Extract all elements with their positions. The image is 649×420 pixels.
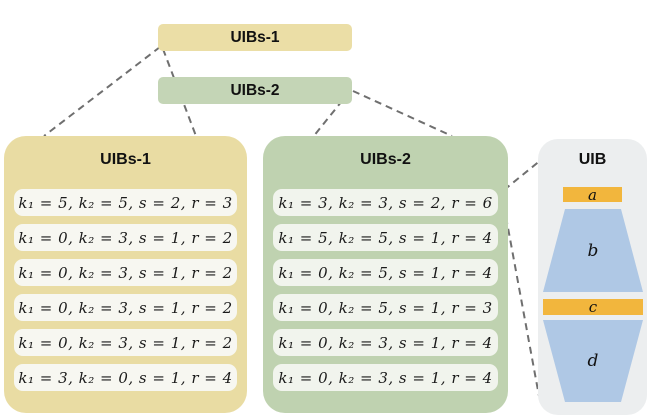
overview-bar-uibs1-label: UIBs-1	[230, 28, 280, 46]
uib-block-c-pointwise-bar: c	[543, 298, 643, 316]
uib-block-d-projection-trapezoid: d	[543, 320, 643, 402]
uib-block-c-label: c	[588, 298, 598, 316]
uibs2-row-list: k₁ = 3, k₂ = 3, s = 2, r = 6 k₁ = 5, k₂ …	[273, 189, 498, 391]
connector-uibs2-bar-to-panel-left	[312, 90, 351, 138]
uibs1-config-row: k₁ = 0, k₂ = 3, s = 1, r = 2	[14, 294, 237, 321]
connector-uibs1-bar-to-panel-right	[162, 48, 197, 137]
uib-structure-panel: UIB a b c d	[538, 139, 647, 415]
uib-panel-title: UIB	[578, 151, 607, 168]
uib-block-b-expansion-trapezoid: b	[543, 209, 643, 292]
uibs2-config-row: k₁ = 0, k₂ = 5, s = 1, r = 4	[273, 259, 498, 286]
uib-block-a-label: a	[588, 185, 597, 204]
uibs1-config-row: k₁ = 0, k₂ = 3, s = 1, r = 2	[14, 224, 237, 251]
connector-row-to-uib-bottom	[505, 216, 540, 397]
uib-block-a-pointwise-bar: a	[563, 185, 622, 204]
uibs2-config-row: k₁ = 0, k₂ = 5, s = 1, r = 3	[273, 294, 498, 321]
uibs2-config-row: k₁ = 3, k₂ = 3, s = 2, r = 6	[273, 189, 498, 216]
connector-uibs2-bar-to-panel-right	[352, 90, 453, 137]
uibs1-config-row: k₁ = 3, k₂ = 0, s = 1, r = 4	[14, 364, 237, 391]
overview-bar-uibs1: UIBs-1	[158, 24, 352, 51]
uibs1-config-row: k₁ = 0, k₂ = 3, s = 1, r = 2	[14, 329, 237, 356]
overview-bar-uibs2-label: UIBs-2	[230, 81, 280, 99]
uib-block-d-label: d	[587, 351, 599, 371]
uibs2-detail-panel: UIBs-2 k₁ = 3, k₂ = 3, s = 2, r = 6 k₁ =…	[263, 136, 508, 413]
uibs1-panel-title: UIBs-1	[100, 151, 151, 168]
uibs1-detail-panel: UIBs-1 k₁ = 5, k₂ = 5, s = 2, r = 3 k₁ =…	[4, 136, 247, 413]
uibs2-panel-title: UIBs-2	[360, 151, 411, 168]
overview-bar-uibs2: UIBs-2	[158, 77, 352, 104]
uibs1-config-row: k₁ = 5, k₂ = 5, s = 2, r = 3	[14, 189, 237, 216]
uibs1-row-list: k₁ = 5, k₂ = 5, s = 2, r = 3 k₁ = 0, k₂ …	[14, 189, 237, 391]
connector-uibs1-bar-to-panel-left	[43, 46, 161, 137]
uibs2-config-row: k₁ = 0, k₂ = 3, s = 1, r = 4	[273, 329, 498, 356]
uibs2-config-row: k₁ = 5, k₂ = 5, s = 1, r = 4	[273, 224, 498, 251]
uibs1-config-row: k₁ = 0, k₂ = 3, s = 1, r = 2	[14, 259, 237, 286]
uib-block-b-label: b	[587, 240, 599, 261]
uibs2-config-row: k₁ = 0, k₂ = 3, s = 1, r = 4	[273, 364, 498, 391]
